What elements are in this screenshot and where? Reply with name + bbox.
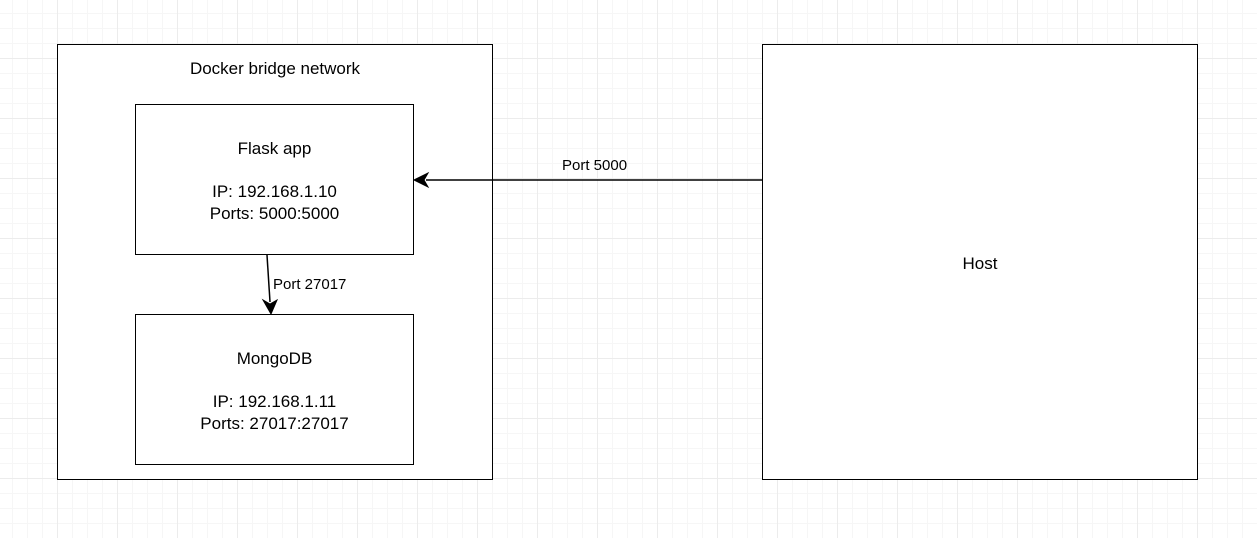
mongodb-name: MongoDB — [236, 349, 313, 368]
mongodb-ip: IP: 192.168.1.11 — [212, 392, 337, 411]
flask-app-name: Flask app — [237, 139, 312, 158]
network-label: Docker bridge network — [189, 59, 361, 78]
flask-app-ip: IP: 192.168.1.10 — [212, 182, 337, 201]
edge-label-port-5000: Port 5000 — [562, 157, 628, 174]
mongodb-ports: Ports: 27017:27017 — [200, 414, 349, 433]
host-node[interactable]: Host — [762, 44, 1198, 480]
flask-app-node[interactable]: Flask app IP: 192.168.1.10 Ports: 5000:5… — [135, 104, 414, 255]
mongodb-node[interactable]: MongoDB IP: 192.168.1.11 Ports: 27017:27… — [135, 314, 414, 465]
flask-app-ports: Ports: 5000:5000 — [209, 204, 340, 223]
host-label: Host — [962, 254, 998, 273]
edge-label-port-27017: Port 27017 — [273, 276, 347, 293]
